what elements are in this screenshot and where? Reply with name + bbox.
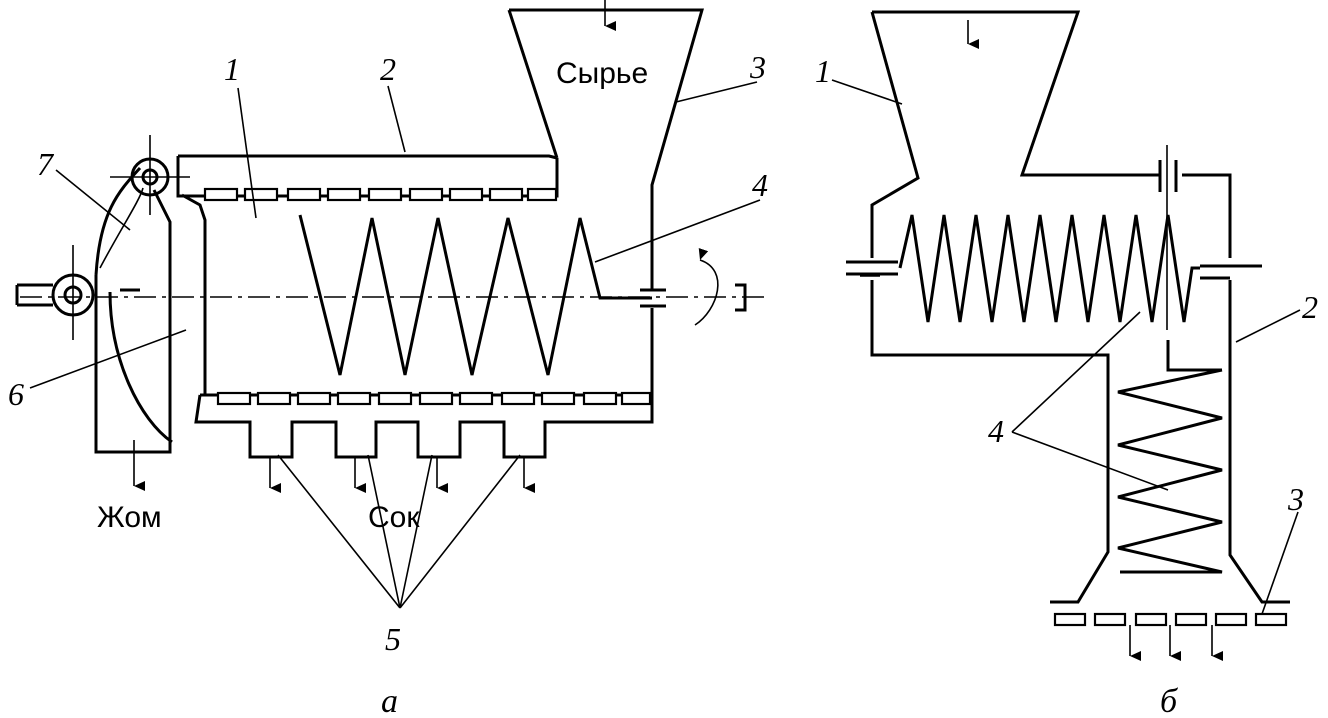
bearing-b-right xyxy=(1200,264,1262,280)
label-1-b: 1 xyxy=(815,53,831,89)
label-3-a: 3 xyxy=(749,49,766,85)
bearing-b-left xyxy=(846,260,898,276)
label-7-a: 7 xyxy=(37,146,55,182)
diagram-b: 1 2 3 4 б xyxy=(815,10,1318,718)
label-2-b: 2 xyxy=(1302,289,1318,325)
hopper-a xyxy=(507,8,704,290)
label-4-a: 4 xyxy=(752,167,768,203)
lower-sieve xyxy=(216,391,652,406)
label-6-a: 6 xyxy=(8,376,24,412)
label-2-a: 2 xyxy=(380,51,396,87)
rotation-icon xyxy=(694,247,719,326)
label-juice: Сок xyxy=(368,501,420,534)
vertical-column xyxy=(1166,340,1222,372)
drive-coupling xyxy=(735,283,747,312)
leader-7 xyxy=(55,169,131,231)
leader-b4 xyxy=(1011,311,1169,491)
pivot-top xyxy=(110,135,190,215)
leader-6 xyxy=(29,329,187,389)
clutch-b xyxy=(1158,160,1178,192)
pressure-plate xyxy=(94,166,173,454)
leader-4 xyxy=(594,199,761,263)
label-4-b: 4 xyxy=(988,413,1004,449)
upper-right-wall xyxy=(1182,173,1290,604)
leader-b2 xyxy=(1235,309,1301,343)
label-5-a: 5 xyxy=(385,621,401,657)
leader-1 xyxy=(237,87,257,219)
screw-b-horizontal xyxy=(898,214,1200,323)
leader-5 xyxy=(277,454,521,609)
pivot-left xyxy=(15,245,95,340)
outer-casing-top xyxy=(176,154,559,198)
leader-b1 xyxy=(831,79,903,105)
leader-2 xyxy=(387,85,406,153)
label-3-b: 3 xyxy=(1287,481,1304,517)
inner-body xyxy=(181,193,654,459)
label-1-a: 1 xyxy=(224,51,240,87)
label-pulp: Жом xyxy=(97,501,162,534)
caption-b: б xyxy=(1160,683,1179,718)
label-raw-material: Сырье xyxy=(556,57,648,90)
upper-sieve xyxy=(203,187,558,202)
hopper-b xyxy=(870,10,1160,604)
leader-b3 xyxy=(1261,511,1299,615)
leader-3 xyxy=(675,81,758,103)
caption-a: а xyxy=(381,683,398,718)
pressure-plate-inner xyxy=(99,187,144,269)
bottom-sieve xyxy=(1053,612,1288,627)
bearing-a xyxy=(640,288,666,308)
screw-a xyxy=(298,214,652,376)
screw-b-vertical xyxy=(1117,368,1223,574)
diagram-a: 1 2 3 4 5 6 7 Сырье Жом Сок а xyxy=(8,0,770,718)
